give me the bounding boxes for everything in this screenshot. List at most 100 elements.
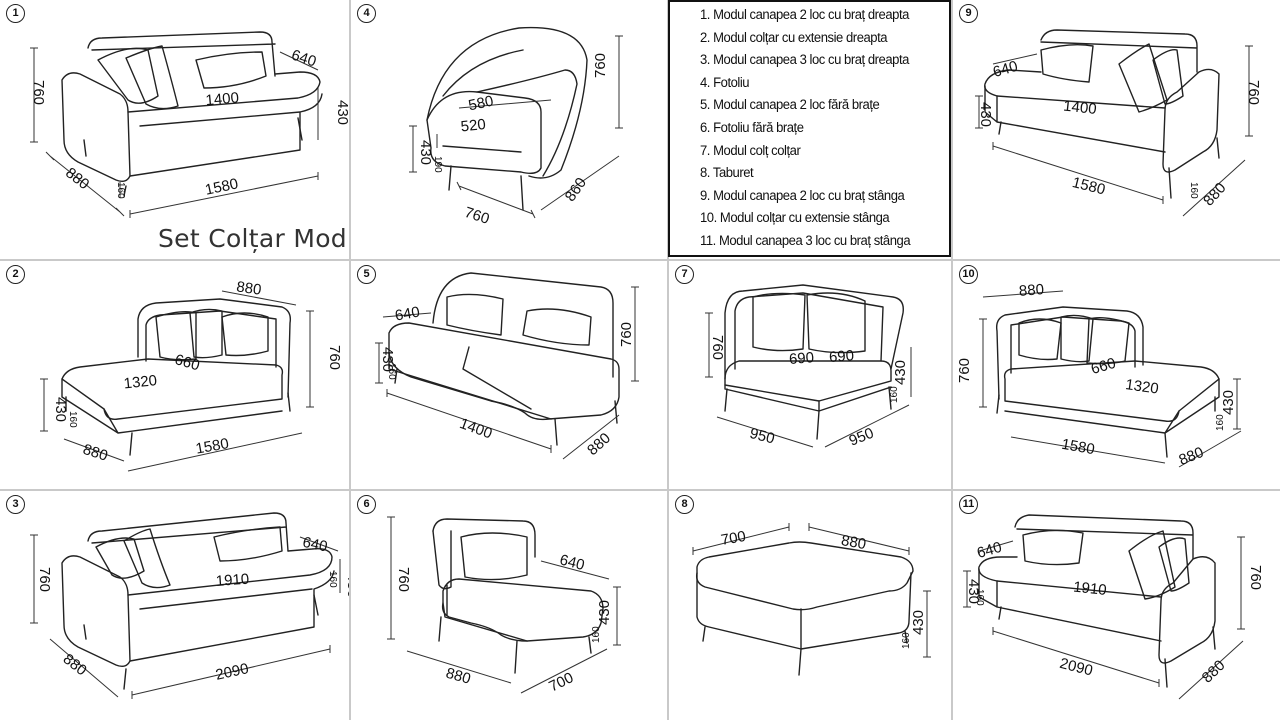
grid-divider xyxy=(0,489,1280,491)
dimension-label: 700 xyxy=(720,528,748,549)
dimension-label: 160 xyxy=(889,386,900,403)
legend-item: 3. Modul canapea 3 loc cu braț dreapta xyxy=(700,52,909,69)
dimension-label: 760 xyxy=(462,204,491,228)
dimension-label: 880 xyxy=(444,665,473,688)
corner-module-illustration: 760 950 950 690 690 430 160 xyxy=(705,284,912,450)
sofa-arm-right-illustration: 760 880 1580 1400 640 430 160 xyxy=(30,31,349,218)
legend-item: 9. Modul canapea 2 loc cu braț stânga xyxy=(700,187,905,204)
dimension-label: 880 xyxy=(1199,657,1229,687)
dimension-label: 880 xyxy=(584,430,614,459)
dimension-label: 760 xyxy=(36,567,53,592)
dimension-label: 1320 xyxy=(123,372,158,392)
armless-chair-illustration: 760 880 700 640 430 160 xyxy=(387,516,621,695)
dimension-label: 760 xyxy=(709,335,726,360)
module-8-drawing: 8 700 880 430 160 xyxy=(669,491,951,720)
dimension-label: 760 xyxy=(956,358,973,383)
legend-item: 8. Taburet xyxy=(700,165,754,182)
dimension-label: 430 xyxy=(596,600,613,625)
dimension-label: 880 xyxy=(62,164,92,193)
dimension-label: 160 xyxy=(386,363,397,380)
module-number-badge: 7 xyxy=(675,265,694,284)
ottoman-illustration: 700 880 430 160 xyxy=(692,523,931,676)
dimension-label: 160 xyxy=(115,182,126,199)
module-1-drawing: 1 760 880 1580 1400 640 430 160 Set Colț… xyxy=(0,0,349,259)
grid-divider xyxy=(349,0,351,720)
module-2-drawing: 2 880 1320 660 1580 880 760 430 160 xyxy=(0,261,349,489)
legend-item: 1. Modul canapea 2 loc cu braț dreapta xyxy=(700,7,909,23)
dimension-label: 580 xyxy=(467,93,495,115)
dimension-label: 640 xyxy=(289,47,318,71)
dimension-label: 880 xyxy=(235,278,262,298)
module-9-drawing: 9 760 880 1580 1400 640 430 160 xyxy=(953,0,1280,259)
module-number-badge: 4 xyxy=(357,4,376,23)
dimension-label: 880 xyxy=(1177,444,1207,469)
dimension-label: 2090 xyxy=(214,660,250,684)
dimension-label: 640 xyxy=(301,534,329,556)
module-3-drawing: 3 760 880 2090 1910 640 430 160 xyxy=(0,491,349,720)
dimension-label: 640 xyxy=(558,551,586,574)
dimension-label: 1400 xyxy=(457,415,494,442)
page-title: Set Colțar Modular Orleon xyxy=(158,224,349,253)
dimension-label: 640 xyxy=(991,58,1020,81)
dimension-label: 640 xyxy=(394,304,422,325)
dimension-label: 160 xyxy=(974,589,985,606)
dimension-label: 430 xyxy=(965,579,982,604)
dimension-label: 760 xyxy=(395,567,412,592)
dimension-label: 1580 xyxy=(1060,436,1096,459)
grid-divider xyxy=(951,0,953,720)
legend-item: 5. Modul canapea 2 loc fără brațe xyxy=(700,97,880,114)
dimension-label: 430 xyxy=(344,573,349,598)
legend-item: 10. Modul colțar cu extensie stânga xyxy=(700,210,890,227)
module-7-drawing: 7 760 950 950 690 690 430 160 xyxy=(669,261,951,489)
dimension-label: 430 xyxy=(417,140,434,165)
dimension-label: 1400 xyxy=(1062,98,1097,118)
module-number-badge: 6 xyxy=(357,495,376,514)
legend-item: 4. Fotoliu xyxy=(700,74,750,91)
dimension-label: 760 xyxy=(1247,565,1264,590)
dimension-label: 430 xyxy=(892,360,909,385)
module-5-drawing: 5 640 1400 880 760 430 160 xyxy=(351,261,667,489)
dimension-label: 760 xyxy=(1245,80,1262,105)
dimension-label: 1580 xyxy=(1070,174,1106,199)
dimension-label: 160 xyxy=(327,571,338,588)
dimension-label: 160 xyxy=(901,632,912,649)
dimension-label: 880 xyxy=(1200,179,1229,209)
module-11-drawing: 11 760 880 2090 1910 640 430 160 xyxy=(953,491,1280,720)
dimension-label: 700 xyxy=(546,669,576,695)
module-6-drawing: 6 760 880 700 640 430 160 xyxy=(351,491,667,720)
module-number-badge: 2 xyxy=(6,265,25,284)
chaise-right-illustration: 880 1320 660 1580 880 760 430 160 xyxy=(40,278,343,472)
module-legend: 1. Modul canapea 2 loc cu braț dreapta 2… xyxy=(668,0,951,257)
legend-item: 11. Modul canapea 3 loc cu braț stânga xyxy=(700,232,911,249)
module-number-badge: 8 xyxy=(675,495,694,514)
legend-item: 7. Modul colț colțar xyxy=(700,142,801,159)
dimension-label: 950 xyxy=(748,425,776,448)
module-number-badge: 3 xyxy=(6,495,25,514)
dimension-label: 880 xyxy=(840,532,868,553)
sofa-no-arms-illustration: 640 1400 880 760 430 160 xyxy=(375,272,639,460)
dimension-label: 430 xyxy=(334,100,349,125)
dimension-label: 1910 xyxy=(215,571,249,590)
dimension-label: 690 xyxy=(828,347,854,366)
dimension-label: 760 xyxy=(326,345,343,370)
module-10-drawing: 10 880 1320 660 1580 880 760 430 160 xyxy=(953,261,1280,489)
dimension-label: 160 xyxy=(1188,182,1199,199)
dimension-label: 190 xyxy=(432,156,443,173)
dimension-label: 690 xyxy=(788,349,814,368)
dimension-label: 430 xyxy=(977,102,994,127)
dimension-label: 660 xyxy=(173,351,202,374)
module-number-badge: 1 xyxy=(6,4,25,23)
chaise-left-illustration: 880 1320 660 1580 880 760 430 160 xyxy=(956,281,1242,469)
dimension-label: 430 xyxy=(1220,390,1237,415)
dimension-label: 880 xyxy=(81,441,110,465)
grid-divider xyxy=(0,259,1280,261)
dimension-label: 430 xyxy=(52,397,69,422)
legend-item: 6. Fotoliu fără brațe xyxy=(700,119,804,136)
dimension-label: 430 xyxy=(910,610,927,635)
dimension-label: 660 xyxy=(1089,355,1118,378)
dimension-label: 1320 xyxy=(1124,376,1159,397)
dimension-label: 1910 xyxy=(1072,579,1107,599)
dimension-label: 2090 xyxy=(1058,655,1094,680)
module-number-badge: 10 xyxy=(959,265,978,284)
module-number-badge: 11 xyxy=(959,495,978,514)
